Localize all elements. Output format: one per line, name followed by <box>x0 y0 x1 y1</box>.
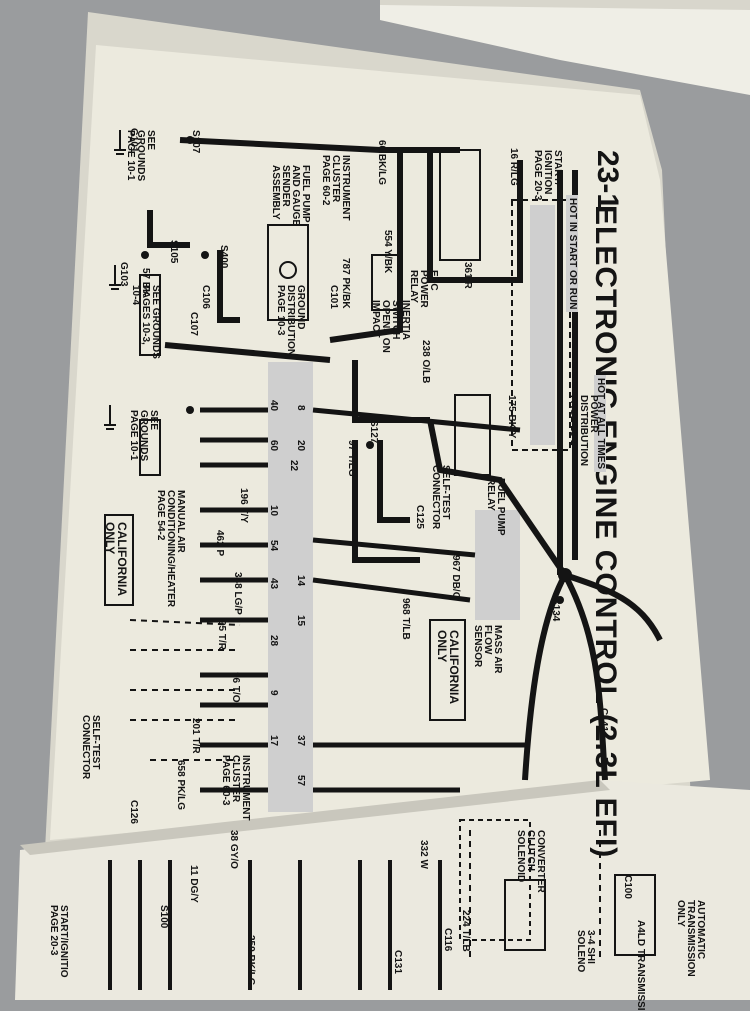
pin-number: 40 <box>268 400 279 412</box>
wire-label: 38 GY/O <box>228 830 239 869</box>
fuel-sender-box <box>267 224 309 321</box>
connector-label: C131 <box>392 950 403 974</box>
pin-number: 20 <box>295 440 306 452</box>
pin-number: 43 <box>268 578 279 590</box>
pin-number: 15 <box>295 615 306 627</box>
ground-distribution-label: GROUND DISTRIBUTION PAGE 10-3 <box>275 285 306 357</box>
wire-label: 201 T/R <box>190 718 201 754</box>
wire-label: 554 Y/BK <box>382 230 393 274</box>
connector-label: S100 <box>158 905 169 929</box>
eec-power-relay-box <box>439 149 481 261</box>
power-distribution-label: POWER DISTRIBUTION PAGE 13-1 <box>568 395 599 467</box>
pin-number: 57 <box>295 775 306 787</box>
connector-label: S107 <box>190 130 201 154</box>
inertia-switch-label: INERTIA SWITCH OPENS ON IMPACT <box>370 300 411 353</box>
inertia-switch-box <box>371 254 403 311</box>
self-test-connector-top-label: SELF-TEST CONNECTOR <box>430 465 451 530</box>
california-only-1-label: CALIFORNIA ONLY <box>103 522 129 596</box>
wire-label: 175 BK/Y <box>506 395 517 439</box>
hot-in-start-label: HOT IN START OR RUN <box>566 195 578 313</box>
wire-label: 95 T/R <box>216 620 227 651</box>
wire-label: 658 PK/LG <box>175 760 186 811</box>
pin-number: 9 <box>268 690 279 696</box>
wire-label: 97 T/LG <box>346 440 357 477</box>
connector-label: G101 <box>128 128 139 153</box>
pin-number: 37 <box>295 735 306 747</box>
start-ignition-bottom-label: START/IGNITIO PAGE 20-3 <box>48 905 69 978</box>
wire-label: 224 T/LB <box>460 910 471 952</box>
converter-clutch-label: CONVERTER CLUTCH SOLENOID <box>515 830 546 893</box>
ecu-block <box>268 362 313 812</box>
fuel-pump-relay-box <box>454 394 491 476</box>
connector-label: C125 <box>414 505 425 529</box>
instrument-cluster-bottom-label: INSTRUMENT CLUSTER PAGE 60-3 <box>220 755 251 821</box>
page-title: ELECTRONIC ENGINE CONTROL (2.3L EFI) <box>589 205 622 859</box>
fuel-sender-label: FUEL PUMP AND GAUGE SENDER ASSEMBLY <box>270 165 311 227</box>
pin-number: 28 <box>268 635 279 647</box>
wire-label: 60 BK/LG <box>376 140 387 186</box>
wire-label: 238 O/LB <box>420 340 431 384</box>
connector-label: G103 <box>118 262 129 287</box>
connector-label: C101 <box>328 285 339 309</box>
wire-label: 968 T/LB <box>400 598 411 640</box>
connector-label: C100 <box>622 875 633 899</box>
pin-number: 54 <box>268 540 279 552</box>
mass-air-flow-label: MASS AIR FLOW SENSOR <box>472 625 503 674</box>
see-grounds-3-label: SEE GROUNDS PAGE 10-1 <box>128 410 159 462</box>
connector-label: C141 <box>598 708 609 732</box>
a4ld-transmission-label: A4LD TRANSMISSI <box>635 920 646 1011</box>
wire-label: 11 DG/Y <box>188 865 199 903</box>
connector-label: S400 <box>218 245 229 269</box>
wire-label: 16 R/LG <box>508 148 519 186</box>
power-distribution-box <box>511 199 571 451</box>
connector-label: C106 <box>200 285 211 309</box>
wire-label: 332 W <box>418 840 429 869</box>
wire-label: 348 LG/P <box>232 572 243 615</box>
start-ignition-label: START/ IGNITION PAGE 20-3 <box>532 150 563 201</box>
manual-air-label: MANUAL AIR CONDITIONING/HEATER PAGE 54-2 <box>155 490 186 608</box>
fuel-pump-relay-label: FUEL PUMP RELAY <box>485 478 506 536</box>
wire-label: 787 PK/BK <box>340 258 351 309</box>
wire-label: 462 P <box>214 530 225 557</box>
pin-number: 8 <box>295 405 306 411</box>
wire-label: 361 R <box>462 262 473 289</box>
pin-number: 14 <box>295 575 306 587</box>
connector-label: C107 <box>188 312 199 336</box>
automatic-transmission-label: AUTOMATIC TRANSMISSION ONLY <box>675 900 706 977</box>
eec-power-relay-label: EEC POWER RELAY <box>408 270 439 308</box>
pin-number: 60 <box>268 440 279 452</box>
connector-label: C116 <box>442 928 453 952</box>
self-test-connector-bottom-label: SELF-TEST CONNECTOR <box>80 715 101 780</box>
mass-air-flow-block <box>475 510 520 620</box>
connector-label: S105 <box>168 240 179 264</box>
section-number: 23-1 <box>591 150 624 211</box>
pin-number: 22 <box>288 460 299 472</box>
wire-label: 57 BK <box>140 268 151 297</box>
wire-label: 196 T/Y <box>238 488 249 524</box>
connector-label: C126 <box>128 800 139 824</box>
california-only-2-label: CALIFORNIA ONLY <box>435 630 461 704</box>
pin-number: 17 <box>268 735 279 747</box>
california-only-box-2 <box>429 619 466 721</box>
wire-label: 967 DB/O <box>450 555 461 600</box>
connector-label: S127 <box>368 420 379 444</box>
instrument-cluster-top-label: INSTRUMENT CLUSTER PAGE 60-2 <box>320 155 351 221</box>
shift-solenoid-label: 3-4 SHI SOLENO <box>575 930 596 973</box>
connector-label: S134 <box>550 598 561 622</box>
pin-number: 10 <box>268 505 279 517</box>
background-book <box>380 0 750 95</box>
wire-label: 259 BK/LG <box>245 935 256 986</box>
wire-label: 96 T/O <box>230 672 241 703</box>
california-only-box-1 <box>104 514 134 606</box>
